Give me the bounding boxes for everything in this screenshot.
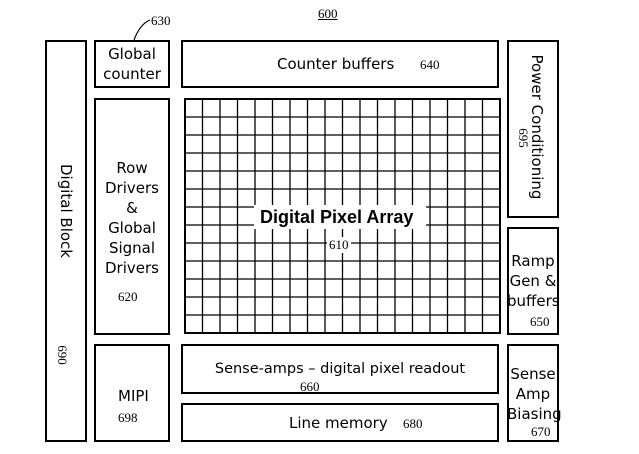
row-drivers-line-6: Drivers <box>105 259 159 277</box>
sense-amps-label: Sense-amps – digital pixel readout <box>214 361 466 377</box>
figure-ref: 600 <box>318 6 338 21</box>
leader-ref-630: 630 <box>151 13 171 28</box>
digital-block-number: 690 <box>54 345 70 365</box>
mipi-number: 698 <box>118 410 138 425</box>
sense-amp-biasing-line-3: Biasing <box>507 405 562 423</box>
counter-buffers-label: Counter buffers <box>277 55 395 73</box>
mipi-block: MIPI 698 <box>94 344 170 442</box>
pixel-array-title-box: Digital Pixel Array <box>254 205 426 229</box>
ramp-gen-number: 650 <box>530 314 550 329</box>
counter-buffers-block: Counter buffers 640 <box>181 40 499 88</box>
pixel-array-number: 610 <box>327 237 351 253</box>
ramp-gen-block: Ramp Gen & buffers 650 <box>507 227 560 335</box>
line-memory-label: Line memory <box>289 414 388 432</box>
sense-amp-biasing-number: 670 <box>531 424 551 439</box>
global-counter-label-line1: Global <box>108 45 156 63</box>
power-conditioning-label: Power Conditioning <box>528 54 546 200</box>
power-conditioning-block: Power Conditioning 695 <box>507 40 559 218</box>
sense-amps-number: 660 <box>300 379 320 394</box>
row-drivers-line-5: Signal <box>108 239 156 257</box>
ramp-gen-line-3: buffers <box>507 292 560 310</box>
pixel-array-title: Digital Pixel Array <box>260 207 414 227</box>
sense-amp-biasing-block: Sense Amp Biasing 670 <box>507 344 562 442</box>
power-conditioning-number: 695 <box>515 128 531 148</box>
digital-block-label: Digital Block <box>57 164 75 258</box>
ramp-gen-line-1: Ramp <box>511 252 555 270</box>
mipi-label: MIPI <box>118 387 149 405</box>
sense-amp-biasing-line-2: Amp <box>515 385 551 403</box>
row-drivers-number: 620 <box>118 289 138 304</box>
row-drivers-block: Row Drivers & Global Signal Drivers 620 <box>94 98 170 335</box>
sense-amp-biasing-line-1: Sense <box>510 365 556 383</box>
row-drivers-line-3: & <box>126 199 138 217</box>
row-drivers-line-1: Row <box>116 159 148 177</box>
digital-block: Digital Block 690 <box>45 40 87 442</box>
row-drivers-line-4: Global <box>108 219 156 237</box>
global-counter-block: Global counter <box>94 40 170 88</box>
global-counter-label-line2: counter <box>103 65 161 83</box>
counter-buffers-number: 640 <box>420 57 440 72</box>
row-drivers-line-2: Drivers <box>105 179 159 197</box>
line-memory-number: 680 <box>403 416 423 431</box>
ramp-gen-line-2: Gen & <box>509 272 557 290</box>
line-memory-block: Line memory 680 <box>181 403 499 442</box>
sense-amps-block: Sense-amps – digital pixel readout 660 <box>181 344 499 394</box>
